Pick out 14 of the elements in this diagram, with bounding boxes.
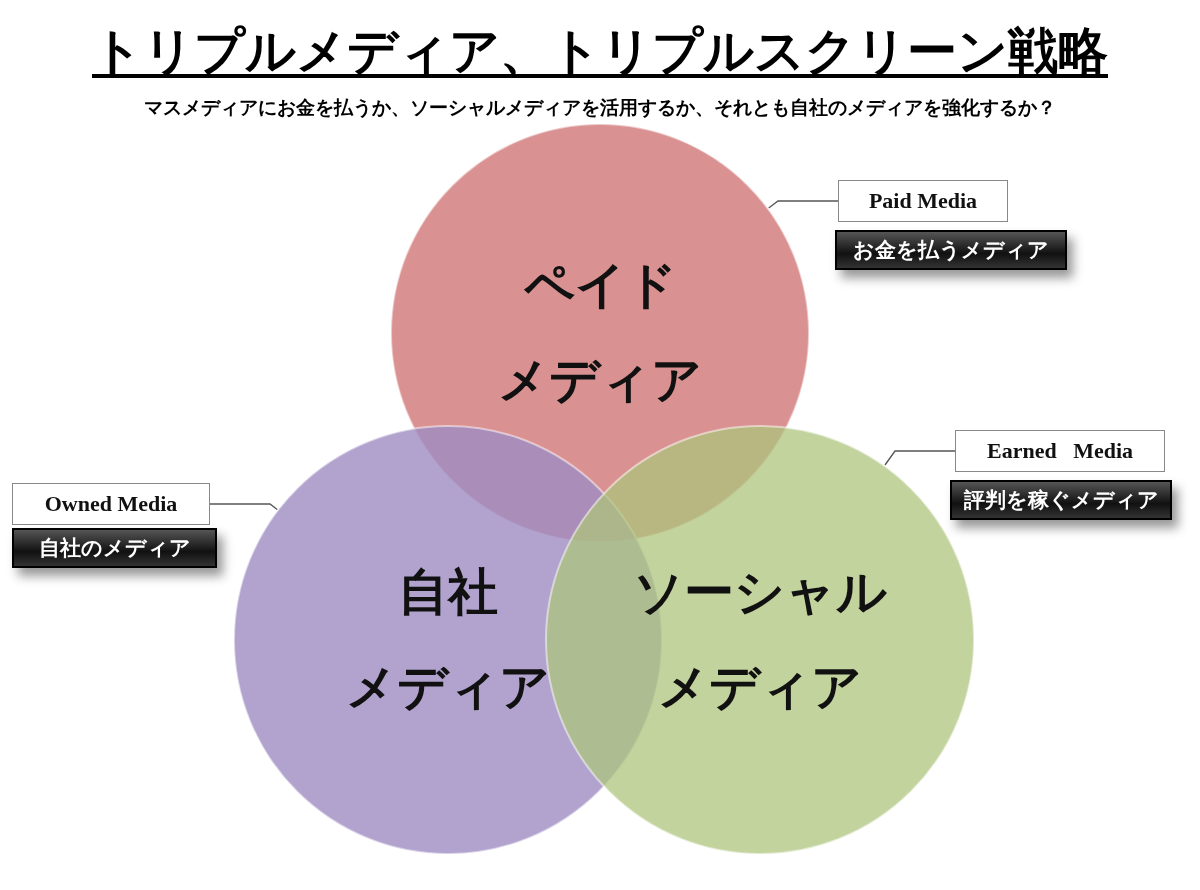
subtitle: マスメディアにお金を払うか、ソーシャルメディアを活用するか、それとも自社のメディアを強化するか？: [144, 96, 1056, 118]
title: トリプルメディア、トリプルスクリーン戦略: [92, 22, 1108, 80]
circle-label: ペイドメディア: [498, 255, 702, 411]
leader-line: [884, 450, 956, 466]
circle-label: ソーシャルメディア: [633, 562, 887, 718]
circle-label: 自社メディア: [346, 562, 550, 718]
caption-box: 評判を稼ぐメディア: [950, 480, 1172, 520]
caption-box: 自社のメディア: [12, 528, 217, 568]
leader-line: [768, 200, 839, 209]
label-box: Earned Media: [955, 430, 1165, 472]
label-box: Paid Media: [838, 180, 1008, 222]
leader-line: [209, 503, 278, 511]
label-box: Owned Media: [12, 483, 210, 525]
caption-box: お金を払うメディア: [835, 230, 1067, 270]
